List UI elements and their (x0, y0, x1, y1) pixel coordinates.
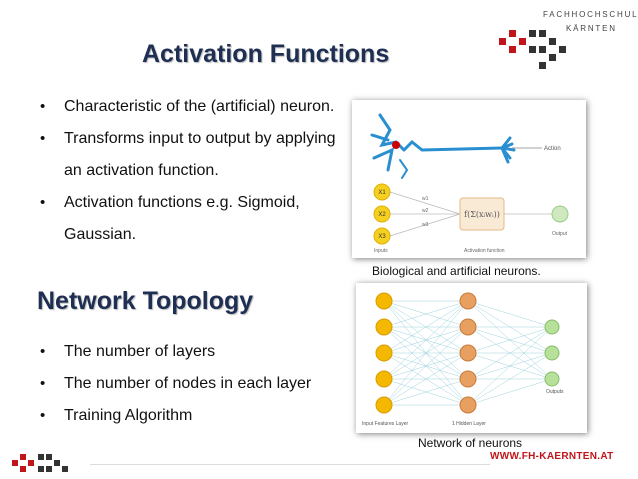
weight-label: w2 (422, 208, 429, 214)
fh-logo-icon (499, 30, 566, 69)
figure2-caption: Network of neurons (418, 436, 523, 450)
hidden-neuron (459, 396, 477, 414)
input-label: X1 (378, 190, 386, 196)
bullet-item: The number of layers (40, 336, 350, 368)
output-node (551, 205, 569, 223)
input-node (373, 227, 391, 245)
hidden-neuron (459, 344, 477, 362)
bullet-item: Training Algorithm (40, 400, 350, 432)
hidden-neuron (459, 318, 477, 336)
network-edge (467, 300, 553, 328)
neuron-figure: Action X1 X2 X3 w1 w2 w3 (352, 100, 586, 258)
footer-logo-icon (12, 454, 68, 472)
formula-label: f(Σ(xᵢwᵢ)) (464, 210, 500, 219)
input-label: X2 (378, 212, 386, 218)
inputs-label: Inputs (374, 248, 388, 254)
footer-url[interactable]: WWW.FH-KAERNTEN.AT (490, 451, 614, 462)
network-edge (383, 300, 469, 406)
input-neuron (375, 396, 393, 414)
footer-divider (90, 464, 490, 465)
logo-text: FACHHOCHSCHULE (543, 10, 638, 19)
network-edge (467, 326, 553, 380)
hidden-neuron (459, 370, 477, 388)
output-neuron (544, 319, 560, 335)
bullet-item: Transforms input to output by applying a… (40, 123, 340, 187)
hidden-neuron (459, 292, 477, 310)
input-label: X3 (378, 234, 386, 240)
input-neuron (375, 344, 393, 362)
network-edge (383, 300, 469, 328)
network-edge (467, 378, 553, 406)
hidden-layer-label: 1 Hidden Layer (452, 421, 486, 427)
network-edge (383, 352, 469, 406)
input-neuron (375, 370, 393, 388)
biological-neuron-icon (370, 113, 516, 179)
network-edge (467, 352, 553, 406)
output-neuron (544, 345, 560, 361)
network-edge (383, 300, 469, 354)
output-layer-label: Outputs (546, 389, 564, 395)
action-label: Action (544, 146, 561, 152)
network-edge (467, 326, 553, 354)
input-node (373, 183, 391, 201)
bullet-item: Activation functions e.g. Sigmoid, Gauss… (40, 187, 340, 251)
network-edge (383, 326, 469, 406)
bullet-item: The number of nodes in each layer (40, 368, 350, 400)
function-label: Activation function (464, 248, 505, 254)
bullet-item: Characteristic of the (artificial) neuro… (40, 91, 340, 123)
figure1-caption: Biological and artificial neurons. (372, 264, 541, 278)
input-node (373, 205, 391, 223)
network-edge (383, 300, 469, 380)
input-layer-label: Input Features Layer (362, 421, 408, 427)
network-edge (467, 326, 553, 406)
weight-label: w1 (422, 196, 429, 202)
output-label: Output (552, 231, 568, 237)
output-neuron (544, 371, 560, 387)
weight-label: w3 (422, 222, 429, 228)
input-neuron (375, 318, 393, 336)
topology-bullets: The number of layers The number of nodes… (40, 336, 350, 432)
activation-bullets: Characteristic of the (artificial) neuro… (40, 91, 340, 251)
logo-text: KÄRNTEN (566, 24, 617, 33)
input-neuron (375, 292, 393, 310)
network-edge (383, 378, 469, 406)
network-figure: Input Features Layer 1 Hidden Layer Outp… (356, 283, 587, 433)
slide-title: Activation Functions (142, 40, 390, 68)
section-title: Network Topology (37, 287, 254, 315)
